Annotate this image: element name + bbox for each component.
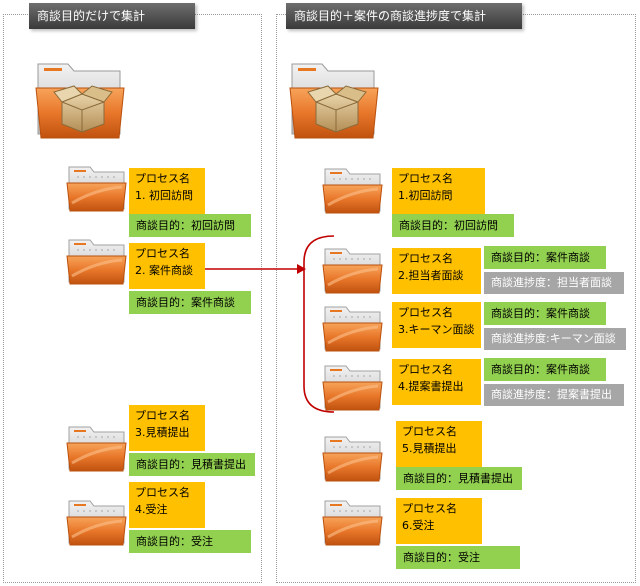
process-header: プロセス名 bbox=[135, 247, 190, 260]
folder-icon bbox=[65, 499, 128, 547]
process-header: プロセス名 bbox=[398, 252, 453, 265]
process-label: プロセス名 2. 案件商談 bbox=[129, 243, 205, 289]
process-header: プロセス名 bbox=[135, 486, 190, 499]
folder-icon bbox=[321, 247, 384, 295]
process-name: 3.見積提出 bbox=[135, 426, 190, 439]
purpose-label: 商談目的：案件商談 bbox=[484, 358, 606, 381]
purpose-label: 商談目的：見積書提出 bbox=[396, 467, 522, 490]
purpose-label: 商談目的：案件商談 bbox=[129, 291, 251, 314]
purpose-label: 商談目的：案件商談 bbox=[484, 246, 606, 269]
progress-label: 商談進捗度：担当者面談 bbox=[484, 272, 624, 294]
purpose-label: 商談目的：受注 bbox=[129, 530, 251, 553]
process-name: 1.初回訪問 bbox=[398, 189, 453, 202]
process-name: 2.担当者面談 bbox=[398, 269, 464, 282]
process-header: プロセス名 bbox=[398, 172, 453, 185]
folder-icon bbox=[65, 165, 128, 213]
process-name: 5.見積提出 bbox=[402, 442, 457, 455]
process-header: プロセス名 bbox=[402, 425, 457, 438]
process-header: プロセス名 bbox=[135, 172, 190, 185]
purpose-label: 商談目的：案件商談 bbox=[484, 302, 606, 325]
progress-label: 商談進捗度：提案書提出 bbox=[484, 384, 624, 406]
process-name: 1. 初回訪問 bbox=[135, 189, 193, 202]
open-box-folder-icon bbox=[289, 63, 379, 139]
purpose-label: 商談目的：受注 bbox=[396, 546, 520, 569]
folder-icon bbox=[321, 167, 384, 215]
process-header: プロセス名 bbox=[135, 409, 190, 422]
folder-icon bbox=[65, 238, 128, 286]
process-label: プロセス名 3.キーマン面談 bbox=[392, 302, 481, 348]
process-header: プロセス名 bbox=[402, 502, 457, 515]
left-panel-title: 商談目的だけで集計 bbox=[29, 3, 195, 29]
purpose-label: 商談目的：初回訪問 bbox=[392, 214, 514, 237]
process-label: プロセス名 5.見積提出 bbox=[396, 421, 482, 467]
process-label: プロセス名 1.初回訪問 bbox=[392, 168, 485, 214]
process-name: 4.受注 bbox=[135, 503, 168, 516]
folder-icon bbox=[321, 435, 384, 483]
process-name: 6.受注 bbox=[402, 519, 435, 532]
folder-icon bbox=[321, 364, 384, 412]
process-header: プロセス名 bbox=[398, 363, 453, 376]
open-box-folder-icon bbox=[35, 63, 125, 139]
process-label: プロセス名 3.見積提出 bbox=[129, 405, 205, 451]
process-label: プロセス名 2.担当者面談 bbox=[392, 248, 481, 294]
process-label: プロセス名 4.提案書提出 bbox=[392, 359, 481, 405]
purpose-label: 商談目的：初回訪問 bbox=[129, 214, 251, 237]
process-name: 4.提案書提出 bbox=[398, 380, 464, 393]
folder-icon bbox=[321, 499, 384, 547]
process-name: 3.キーマン面談 bbox=[398, 323, 475, 336]
progress-label: 商談進捗度:キーマン面談 bbox=[484, 328, 626, 350]
process-header: プロセス名 bbox=[398, 306, 453, 319]
process-label: プロセス名 4.受注 bbox=[129, 482, 205, 528]
process-label: プロセス名 6.受注 bbox=[396, 498, 482, 544]
right-panel-title: 商談目的＋案件の商談進捗度で集計 bbox=[286, 3, 522, 29]
folder-icon bbox=[321, 305, 384, 353]
process-name: 2. 案件商談 bbox=[135, 264, 193, 277]
folder-icon bbox=[65, 425, 128, 473]
purpose-label: 商談目的：見積書提出 bbox=[129, 453, 255, 476]
process-label: プロセス名 1. 初回訪問 bbox=[129, 168, 205, 214]
